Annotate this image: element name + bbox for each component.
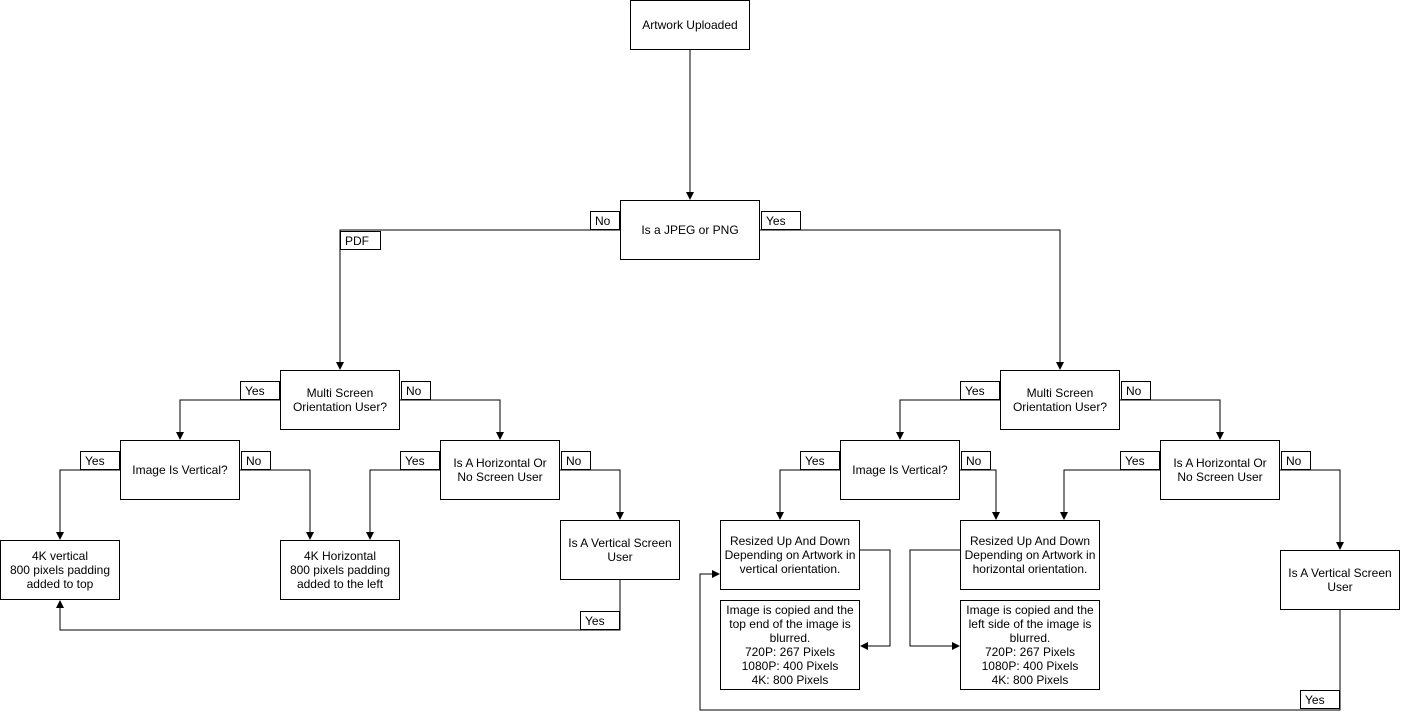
label-left-vert-no: No bbox=[241, 451, 271, 470]
edge-resize-horizontal-to-copy-left bbox=[909, 549, 960, 650]
node-left-horizontal-user: Is A Horizontal Or No Screen User bbox=[440, 440, 560, 500]
node-right-resize-horizontal: Resized Up And Down Depending on Artwork… bbox=[960, 520, 1100, 590]
edge-right-vert-yes bbox=[776, 469, 840, 520]
node-left-4k-horizontal: 4K Horizontal 800 pixels padding added t… bbox=[280, 540, 400, 600]
node-left-horizontal-user-label: Is A Horizontal Or No Screen User bbox=[453, 456, 547, 484]
node-right-image-vertical: Image Is Vertical? bbox=[840, 440, 960, 500]
label-right-horiz-yes: Yes bbox=[1120, 451, 1160, 470]
edge-right-multi-no bbox=[1120, 399, 1224, 440]
edge-right-vert-no bbox=[960, 469, 1000, 520]
node-artwork-uploaded-label: Artwork Uploaded bbox=[642, 18, 738, 32]
node-left-image-vertical-label: Image Is Vertical? bbox=[132, 463, 228, 477]
label-right-vert-yes: Yes bbox=[800, 451, 840, 470]
node-right-image-vertical-label: Image Is Vertical? bbox=[852, 463, 948, 477]
label-right-horiz-no: No bbox=[1281, 451, 1311, 470]
edge-left-multi-yes bbox=[176, 399, 280, 440]
label-right-multi-no: No bbox=[1121, 381, 1151, 400]
node-right-horizontal-user-label: Is A Horizontal Or No Screen User bbox=[1173, 456, 1267, 484]
node-left-vertical-screen-label: Is A Vertical Screen User bbox=[568, 536, 672, 564]
label-left-multi-no: No bbox=[401, 381, 431, 400]
node-left-4k-vertical: 4K vertical 800 pixels padding added to … bbox=[0, 540, 120, 600]
edge-left-vert-no bbox=[240, 469, 314, 540]
label-left-vert-yes: Yes bbox=[80, 451, 120, 470]
node-right-horizontal-user: Is A Horizontal Or No Screen User bbox=[1160, 440, 1280, 500]
node-right-vertical-screen: Is A Vertical Screen User bbox=[1280, 550, 1400, 610]
edge-left-horiz-yes bbox=[366, 469, 440, 540]
label-jpeg-yes: Yes bbox=[761, 211, 801, 230]
label-pdf: PDF bbox=[340, 231, 381, 250]
edge-left-multi-no bbox=[400, 399, 504, 440]
edge-right-vscreen-yes bbox=[699, 570, 1341, 711]
label-right-vert-no: No bbox=[961, 451, 991, 470]
node-right-copy-left-blur: Image is copied and the left side of the… bbox=[960, 600, 1100, 690]
node-right-multi-screen: Multi Screen Orientation User? bbox=[1000, 370, 1120, 430]
edge-jpeg-yes-to-right-multi bbox=[760, 229, 1064, 370]
node-right-copy-left-blur-label: Image is copied and the left side of the… bbox=[966, 603, 1094, 687]
edge-right-horiz-yes bbox=[1060, 469, 1160, 520]
edge-resize-vertical-to-copy-top bbox=[860, 549, 891, 650]
edge-left-vert-yes bbox=[56, 469, 120, 540]
edge-right-horiz-no bbox=[1280, 469, 1344, 550]
edge-left-vscreen-yes bbox=[56, 580, 621, 631]
label-left-multi-yes: Yes bbox=[240, 381, 280, 400]
node-left-multi-screen-label: Multi Screen Orientation User? bbox=[292, 386, 388, 414]
node-right-multi-screen-label: Multi Screen Orientation User? bbox=[1012, 386, 1108, 414]
label-left-vscreen-yes: Yes bbox=[580, 611, 620, 630]
node-right-vertical-screen-label: Is A Vertical Screen User bbox=[1288, 566, 1392, 594]
node-left-image-vertical: Image Is Vertical? bbox=[120, 440, 240, 500]
label-right-multi-yes: Yes bbox=[960, 381, 1000, 400]
node-left-vertical-screen: Is A Vertical Screen User bbox=[560, 520, 680, 580]
edge-right-multi-yes bbox=[896, 399, 1000, 440]
node-left-multi-screen: Multi Screen Orientation User? bbox=[280, 370, 400, 430]
node-artwork-uploaded: Artwork Uploaded bbox=[630, 0, 750, 50]
node-is-jpeg-or-png-label: Is a JPEG or PNG bbox=[641, 223, 739, 237]
node-is-jpeg-or-png: Is a JPEG or PNG bbox=[620, 200, 760, 260]
label-jpeg-no: No bbox=[590, 211, 620, 230]
node-right-copy-top-blur: Image is copied and the top end of the i… bbox=[720, 600, 860, 690]
node-left-4k-vertical-label: 4K vertical 800 pixels padding added to … bbox=[9, 549, 111, 591]
node-right-copy-top-blur-label: Image is copied and the top end of the i… bbox=[726, 603, 854, 687]
edge-jpeg-no-to-left-multi bbox=[336, 229, 620, 370]
node-left-4k-horizontal-label: 4K Horizontal 800 pixels padding added t… bbox=[289, 549, 391, 591]
node-right-resize-horizontal-label: Resized Up And Down Depending on Artwork… bbox=[964, 534, 1096, 576]
node-right-resize-vertical-label: Resized Up And Down Depending on Artwork… bbox=[724, 534, 856, 576]
label-left-horiz-yes: Yes bbox=[400, 451, 440, 470]
label-left-horiz-no: No bbox=[561, 451, 591, 470]
node-right-resize-vertical: Resized Up And Down Depending on Artwork… bbox=[720, 520, 860, 590]
edge-left-horiz-no bbox=[560, 469, 624, 520]
label-right-vscreen-yes: Yes bbox=[1300, 690, 1340, 709]
